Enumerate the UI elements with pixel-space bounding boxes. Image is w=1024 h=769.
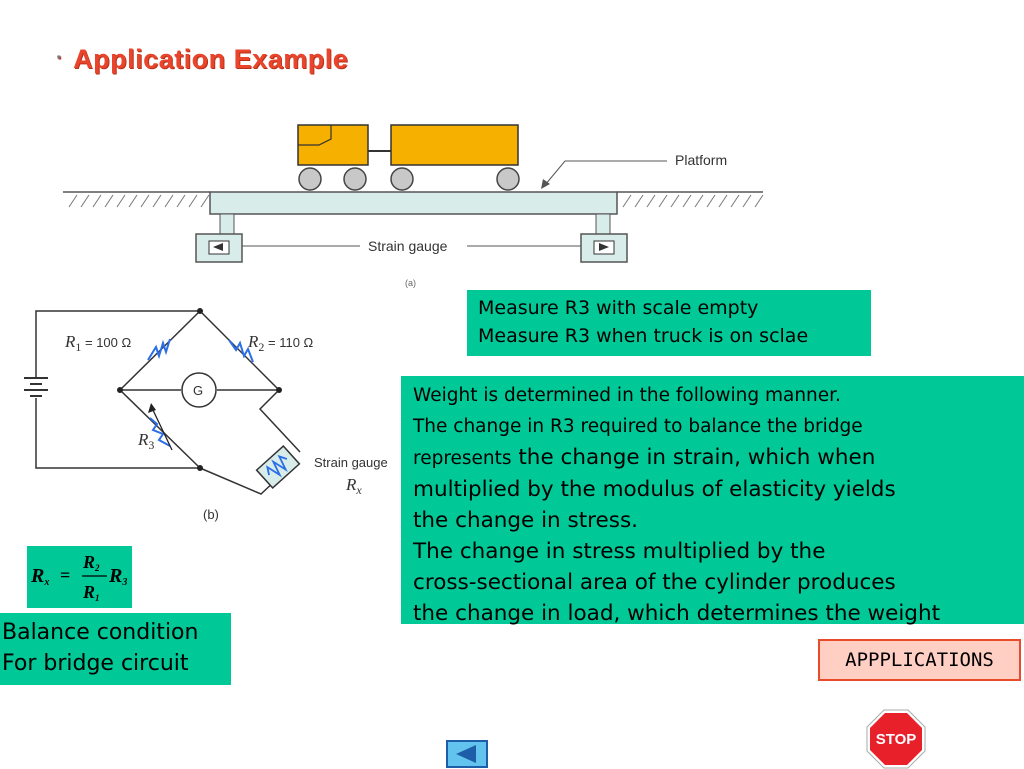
strain-gauge-resistor-icon [266, 454, 288, 478]
node [197, 465, 203, 471]
arm-gauge-top [258, 389, 301, 453]
weight-line-3: represents the change in strain, which w… [413, 442, 1024, 474]
balance-line-2: For bridge circuit [2, 651, 189, 676]
measure-line-1: Measure R3 with scale empty [478, 297, 759, 319]
node [276, 387, 282, 393]
title-bullet: · [56, 47, 64, 69]
rx-label: Rx [345, 475, 362, 497]
formula-graphic: Rx = R2 R1 R3 [30, 552, 127, 603]
wheel-icon [298, 167, 322, 191]
caption-a: (a) [405, 278, 416, 288]
strain-gauge-label-a: Strain gauge [368, 238, 448, 254]
galvanometer-icon [181, 372, 217, 408]
balance-condition-box: Balance condition For bridge circuit [0, 613, 231, 685]
platform-label: Platform [675, 152, 727, 168]
platform-arrow-icon [541, 179, 550, 189]
back-button[interactable] [446, 740, 488, 768]
measure-line-2: Measure R3 when truck is on sclae [478, 325, 809, 347]
truck-trailer [390, 124, 519, 166]
caption-b: (b) [203, 507, 219, 522]
truck-window [298, 125, 332, 146]
support-right [595, 213, 611, 235]
formula-equals: = [60, 565, 70, 585]
r1-label: R1 = 100 Ω [64, 332, 132, 354]
r3-variable-arrow [151, 407, 173, 451]
wire-bottom [35, 398, 200, 469]
weight-explanation-box: Weight is determined in the following ma… [401, 376, 1024, 626]
r2-label: R2 = 110 Ω [247, 332, 314, 354]
resistor-r2-icon [228, 339, 254, 363]
weight-line-3-rest: the change in strain, which when [511, 445, 876, 470]
weight-line-4: multiplied by the modulus of elasticity … [413, 477, 896, 502]
balance-line-1: Balance condition [2, 620, 199, 645]
node [197, 308, 203, 314]
wire-top [35, 310, 200, 378]
applications-button[interactable]: APPPLICATIONS [818, 639, 1021, 681]
formula-numerator: R2 [82, 552, 100, 573]
back-arrow-icon [456, 745, 476, 763]
weight-line-2: The change in R3 required to balance the… [413, 416, 863, 437]
battery-icon [24, 377, 48, 397]
stop-button[interactable]: STOP [866, 709, 926, 769]
galvanometer-label: G [193, 383, 203, 398]
wheel-icon [496, 167, 520, 191]
strain-gauge-label-b: Strain gauge [314, 455, 388, 470]
r3-arrowhead-icon [148, 403, 156, 413]
platform [209, 191, 618, 215]
truck-wheels [298, 167, 520, 191]
formula-denominator: R1 [82, 582, 100, 603]
wheel-icon [343, 167, 367, 191]
slide-title: · Application Example [56, 44, 348, 75]
arm-r3 [119, 389, 201, 469]
weight-line-1: Weight is determined in the following ma… [413, 385, 841, 406]
node [117, 387, 123, 393]
r3-label: R3 [137, 430, 154, 452]
title-text: Application Example [73, 44, 349, 74]
balance-formula: Rx = R2 R1 R3 [27, 546, 132, 608]
bridge-circuit-diagram: G R1 = 100 Ω R2 = 110 Ω R3 Strain gauge … [24, 308, 388, 522]
truck-cab [297, 124, 369, 166]
weight-line-8: the change in load, which determines the… [413, 601, 941, 626]
stop-sign-icon [870, 713, 922, 765]
platform-leader [544, 160, 667, 186]
weight-line-7: cross-sectional area of the cylinder pro… [413, 570, 896, 595]
wheel-icon [390, 167, 414, 191]
ground-hatch [68, 194, 764, 208]
weight-line-6: The change in stress multiplied by the [413, 539, 826, 564]
support-left [219, 213, 235, 235]
truck-scale-diagram: Strain gauge Platform (a) [63, 124, 764, 288]
weight-line-3-small: represents [413, 448, 512, 469]
resistor-r1-icon [147, 338, 171, 361]
formula-rhs: R3 [108, 565, 127, 588]
gauge-left-arrow-icon [213, 243, 223, 251]
stop-label: STOP [876, 731, 917, 748]
formula-lhs: Rx [30, 565, 49, 588]
gauge-right-arrow-icon [599, 243, 609, 251]
strain-gauge-element [255, 444, 301, 490]
measure-instructions-box: Measure R3 with scale empty Measure R3 w… [467, 290, 871, 356]
resistor-r3-icon [149, 417, 171, 447]
arm-r2 [199, 310, 280, 391]
weight-line-5: the change in stress. [413, 508, 638, 533]
